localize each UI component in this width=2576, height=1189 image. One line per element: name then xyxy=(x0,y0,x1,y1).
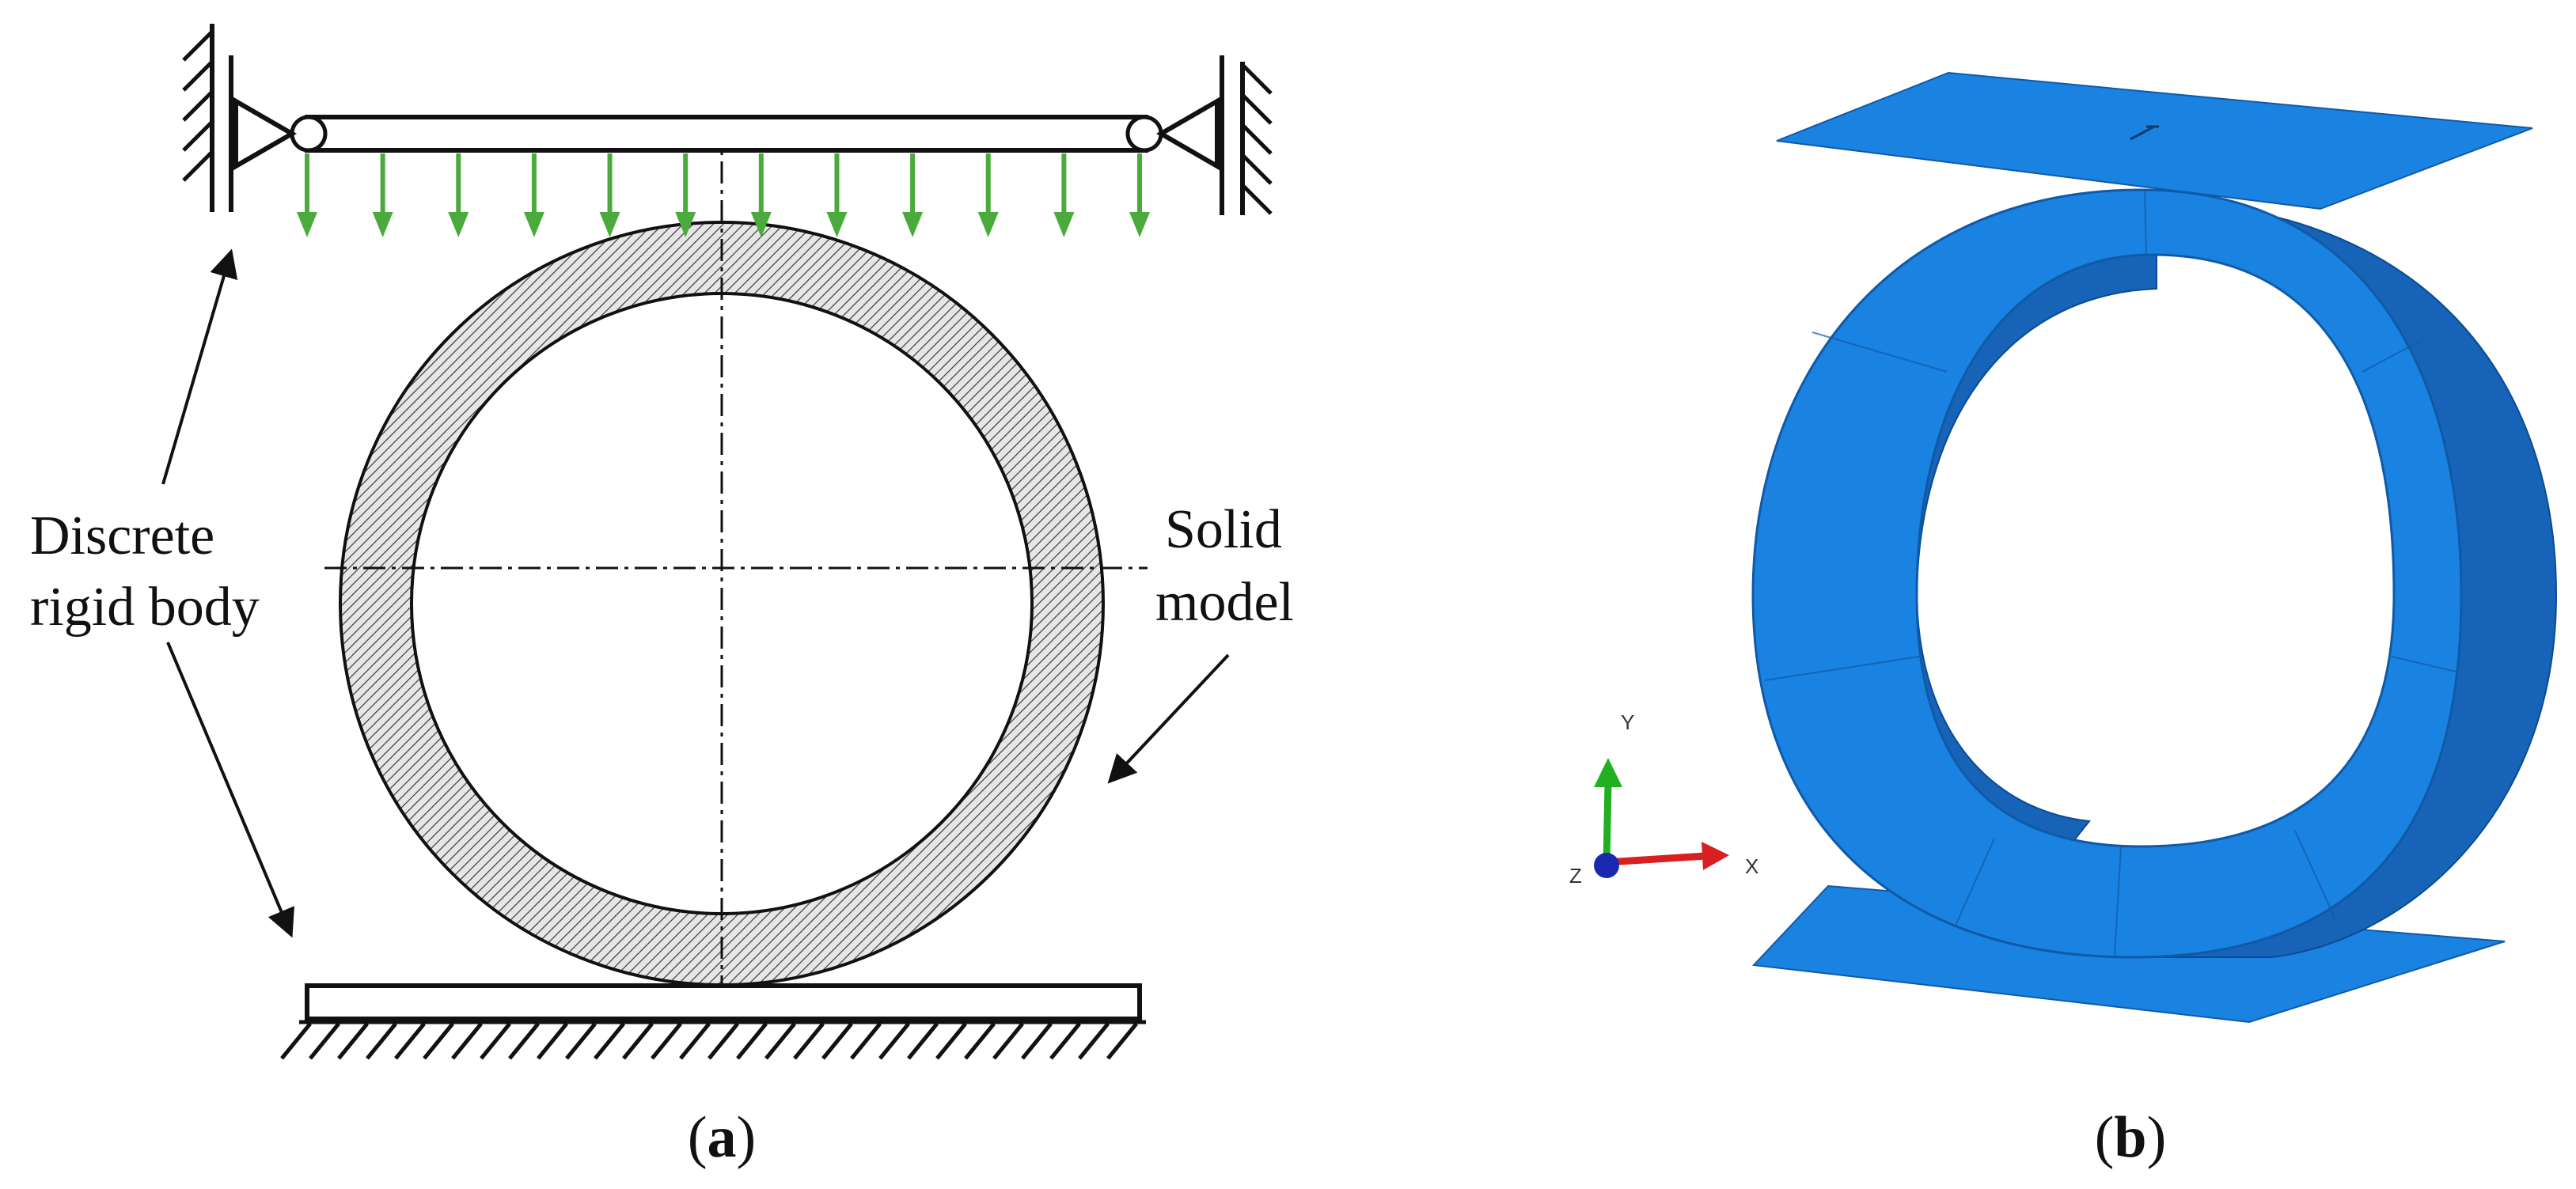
ring-facets xyxy=(1764,189,2460,958)
top-rigid-bar xyxy=(290,115,1163,153)
ground-hatch-line xyxy=(565,1022,597,1060)
load-arrow-head xyxy=(297,212,317,237)
label-rigid-body: rigid body xyxy=(30,577,260,638)
load-arrow-head xyxy=(750,212,772,237)
center-lines xyxy=(324,123,1148,1020)
ring-solid-model xyxy=(317,198,1132,1013)
ground-hatch-line xyxy=(480,1022,511,1060)
ground-hatch-line xyxy=(992,1022,1024,1060)
ring-front-face xyxy=(1751,188,2463,959)
left-hinge xyxy=(290,115,328,153)
ground-hatch-line xyxy=(1021,1022,1053,1060)
ground-hatch-line xyxy=(537,1022,568,1060)
label-discrete: Discrete xyxy=(30,506,214,566)
ground-hatch-line xyxy=(708,1022,739,1060)
ground-hatch-line xyxy=(651,1022,682,1060)
load-arrow-head xyxy=(599,212,620,237)
label-solid: Solid xyxy=(1165,499,1282,560)
load-arrow-head xyxy=(1129,212,1150,237)
caption-a: (a) xyxy=(688,1105,756,1170)
load-arrow-head xyxy=(826,212,848,237)
right-hinge xyxy=(1125,115,1163,153)
load-arrow-head xyxy=(977,212,999,237)
ground-hatch-line xyxy=(821,1022,853,1060)
ground-hatch-line xyxy=(594,1022,625,1060)
arrow-to-bottom-plate xyxy=(166,642,294,938)
ground-hatch-line xyxy=(907,1022,939,1060)
load-arrow-head xyxy=(523,212,544,237)
coordinate-triad: Y X Z xyxy=(1569,710,1758,888)
ground-hatch-line xyxy=(679,1022,711,1060)
ground-hatch-line xyxy=(394,1022,426,1060)
x-axis-arrowhead xyxy=(1702,842,1729,870)
load-arrow-head xyxy=(675,212,696,237)
ground-hatch-line xyxy=(935,1022,967,1060)
ground-hatch-line xyxy=(423,1022,454,1060)
ground-hatch-line xyxy=(508,1022,540,1060)
arrow-to-top-bar xyxy=(161,248,238,485)
ground-hatch-line xyxy=(1049,1022,1081,1060)
axis-label-z: Z xyxy=(1569,864,1582,888)
left-pin-support xyxy=(182,24,297,212)
ground-hatch-line xyxy=(280,1022,312,1060)
y-axis-arrowhead xyxy=(1594,758,1622,787)
ground-hatch-line xyxy=(764,1022,796,1060)
load-arrow-head xyxy=(448,212,469,237)
z-axis-marker xyxy=(1594,853,1619,878)
axis-label-y: Y xyxy=(1621,710,1634,734)
right-pin-support xyxy=(1156,55,1273,215)
ground-hatch-line xyxy=(736,1022,768,1060)
load-arrow-head xyxy=(1053,212,1075,237)
top-plate xyxy=(1776,71,2533,210)
ground-hatch-line xyxy=(793,1022,825,1060)
distributed-load-arrows xyxy=(297,153,1150,237)
annotation-arrows xyxy=(161,248,1230,938)
ground-hatch-line xyxy=(366,1022,397,1060)
arrow-to-ring xyxy=(1107,653,1230,784)
ground-hatch-line xyxy=(451,1022,483,1060)
reference-point-marker xyxy=(2130,125,2159,141)
axis-label-x: X xyxy=(1745,854,1758,878)
ground-hatch-line xyxy=(1106,1022,1138,1060)
ground-hatch-line xyxy=(1078,1022,1110,1060)
ground-hatch xyxy=(280,1022,1138,1060)
load-arrow-head xyxy=(372,212,393,237)
ground-hatch-line xyxy=(337,1022,369,1060)
x-axis-arrow xyxy=(1606,852,1706,866)
ground-hatch-line xyxy=(622,1022,654,1060)
ground-hatch-line xyxy=(309,1022,340,1060)
panel-a: Discrete rigid body Solid model (a) xyxy=(30,24,1294,1170)
y-axis-arrow xyxy=(1603,782,1612,863)
panel-b: Y X Z (b) xyxy=(1569,71,2558,1170)
ground-hatch-line xyxy=(878,1022,910,1060)
ground-hatch-line xyxy=(964,1022,996,1060)
ground-hatch-line xyxy=(850,1022,882,1060)
bottom-rigid-plate xyxy=(280,983,1146,1060)
caption-b: (b) xyxy=(2095,1105,2166,1170)
load-arrow-head xyxy=(902,212,924,237)
label-model: model xyxy=(1155,572,1294,633)
